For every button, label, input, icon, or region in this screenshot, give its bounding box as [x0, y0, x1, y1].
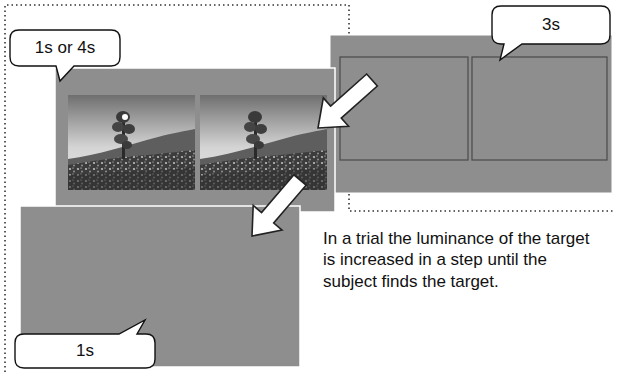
bubble-shape: [10, 30, 120, 81]
description-note: In a trial the luminance of the target i…: [323, 228, 605, 292]
bubble-shape: [492, 6, 610, 60]
bubble-shape: [15, 320, 155, 368]
flow-arrow: [318, 74, 377, 128]
callout-text: 3s: [542, 15, 560, 35]
callout-bubble: 1s: [15, 334, 155, 368]
blank-panel: [330, 35, 612, 193]
callout-text: 1s: [76, 341, 94, 361]
callout-text: 1s or 4s: [35, 38, 95, 58]
target-dot: [122, 114, 128, 120]
flow-arrow: [252, 175, 306, 236]
callout-bubble: 1s or 4s: [10, 30, 120, 66]
block-arrows: [252, 74, 377, 236]
callout-bubble: 3s: [492, 6, 610, 44]
group-outline: [5, 5, 615, 372]
